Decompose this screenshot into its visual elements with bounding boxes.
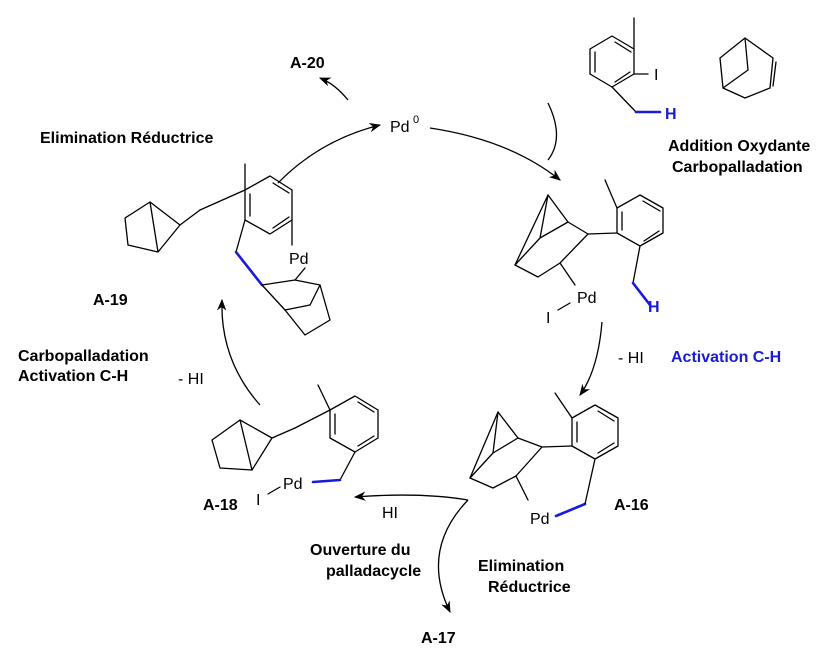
byproduct-hi-left: - HI bbox=[178, 371, 204, 388]
arrow-pd0-to-intermediate bbox=[429, 127, 561, 181]
label-a19: A-19 bbox=[93, 292, 128, 309]
label-activation-ch: Activation C-H bbox=[671, 349, 781, 366]
byproduct-hi-right: - HI bbox=[618, 350, 644, 367]
atom-h-top-right: H bbox=[648, 299, 660, 316]
reagent-aryl-iodide: I H bbox=[589, 17, 677, 123]
label-a17: A-17 bbox=[421, 630, 456, 647]
atom-pd-a18: Pd bbox=[283, 476, 303, 493]
label-elim-bottom-line1: Elimination bbox=[478, 558, 564, 575]
pd0-catalyst: Pd 0 bbox=[390, 114, 419, 136]
arrow-a19-to-pd0 bbox=[277, 123, 382, 184]
reagent-iodine: I bbox=[654, 67, 658, 84]
atom-i-top-right: I bbox=[546, 310, 550, 327]
arrow-to-a17 bbox=[437, 499, 469, 614]
pd0-label: Pd bbox=[390, 119, 410, 136]
arrow-right-down bbox=[579, 321, 603, 396]
intermediate-a19: Pd bbox=[124, 163, 331, 336]
label-a20: A-20 bbox=[290, 55, 325, 72]
label-addition-line2: Carbopalladation bbox=[672, 159, 803, 176]
label-carbo-line2: Activation C-H bbox=[18, 368, 128, 385]
arrow-reagent-in bbox=[547, 102, 558, 161]
atom-pd-a19: Pd bbox=[289, 251, 309, 268]
reagent-norbornene bbox=[719, 37, 777, 99]
atom-pd-top-right: Pd bbox=[577, 290, 597, 307]
arrow-a16-to-a18 bbox=[353, 491, 469, 501]
byproduct-hi-bottom: HI bbox=[382, 505, 398, 522]
intermediate-a18: Pd I bbox=[211, 384, 379, 509]
label-a16: A-16 bbox=[614, 497, 649, 514]
arrow-to-a20 bbox=[318, 77, 349, 101]
label-addition-line1: Addition Oxydante bbox=[668, 138, 810, 155]
arrow-left-up bbox=[216, 298, 261, 406]
label-carbo-line1: Carbopalladation bbox=[18, 348, 149, 365]
label-ouverture-line2: palladacycle bbox=[326, 563, 421, 580]
label-ouverture-line1: Ouverture du bbox=[310, 542, 410, 559]
label-a18: A-18 bbox=[203, 497, 238, 514]
atom-pd-a16: Pd bbox=[530, 511, 550, 528]
reagent-hydrogen: H bbox=[665, 106, 677, 123]
intermediate-a16: Pd bbox=[469, 392, 619, 528]
label-elim-top: Elimination Réductrice bbox=[40, 130, 213, 147]
cycle-arrows bbox=[216, 77, 603, 614]
pd0-superscript: 0 bbox=[413, 114, 419, 126]
label-elim-bottom-line2: Réductrice bbox=[488, 579, 571, 596]
intermediate-top-right: Pd I H bbox=[514, 179, 664, 327]
atom-i-a18: I bbox=[256, 492, 260, 509]
